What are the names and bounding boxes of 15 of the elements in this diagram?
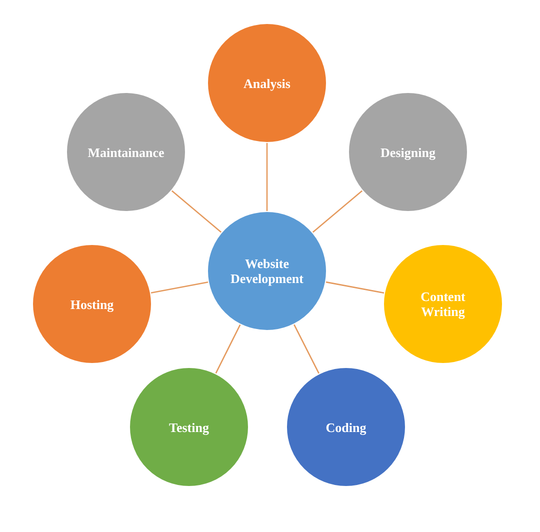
connector-line xyxy=(150,281,208,294)
connector-line xyxy=(171,190,222,233)
circle-label: Testing xyxy=(169,420,209,434)
circle-label: Maintainance xyxy=(88,144,164,160)
circle-label: Hosting xyxy=(70,296,114,312)
circle-label: Content Writing xyxy=(420,289,466,319)
circle-label: Coding xyxy=(326,420,366,434)
connector-line xyxy=(326,281,384,294)
circle-label: Website Development xyxy=(230,256,304,286)
connector-line xyxy=(312,190,363,233)
connector-line xyxy=(266,143,268,211)
connector-line xyxy=(215,324,241,374)
circle-label: Designing xyxy=(380,144,436,160)
circle-label: Analysis xyxy=(244,76,290,90)
connector-line xyxy=(294,324,320,374)
